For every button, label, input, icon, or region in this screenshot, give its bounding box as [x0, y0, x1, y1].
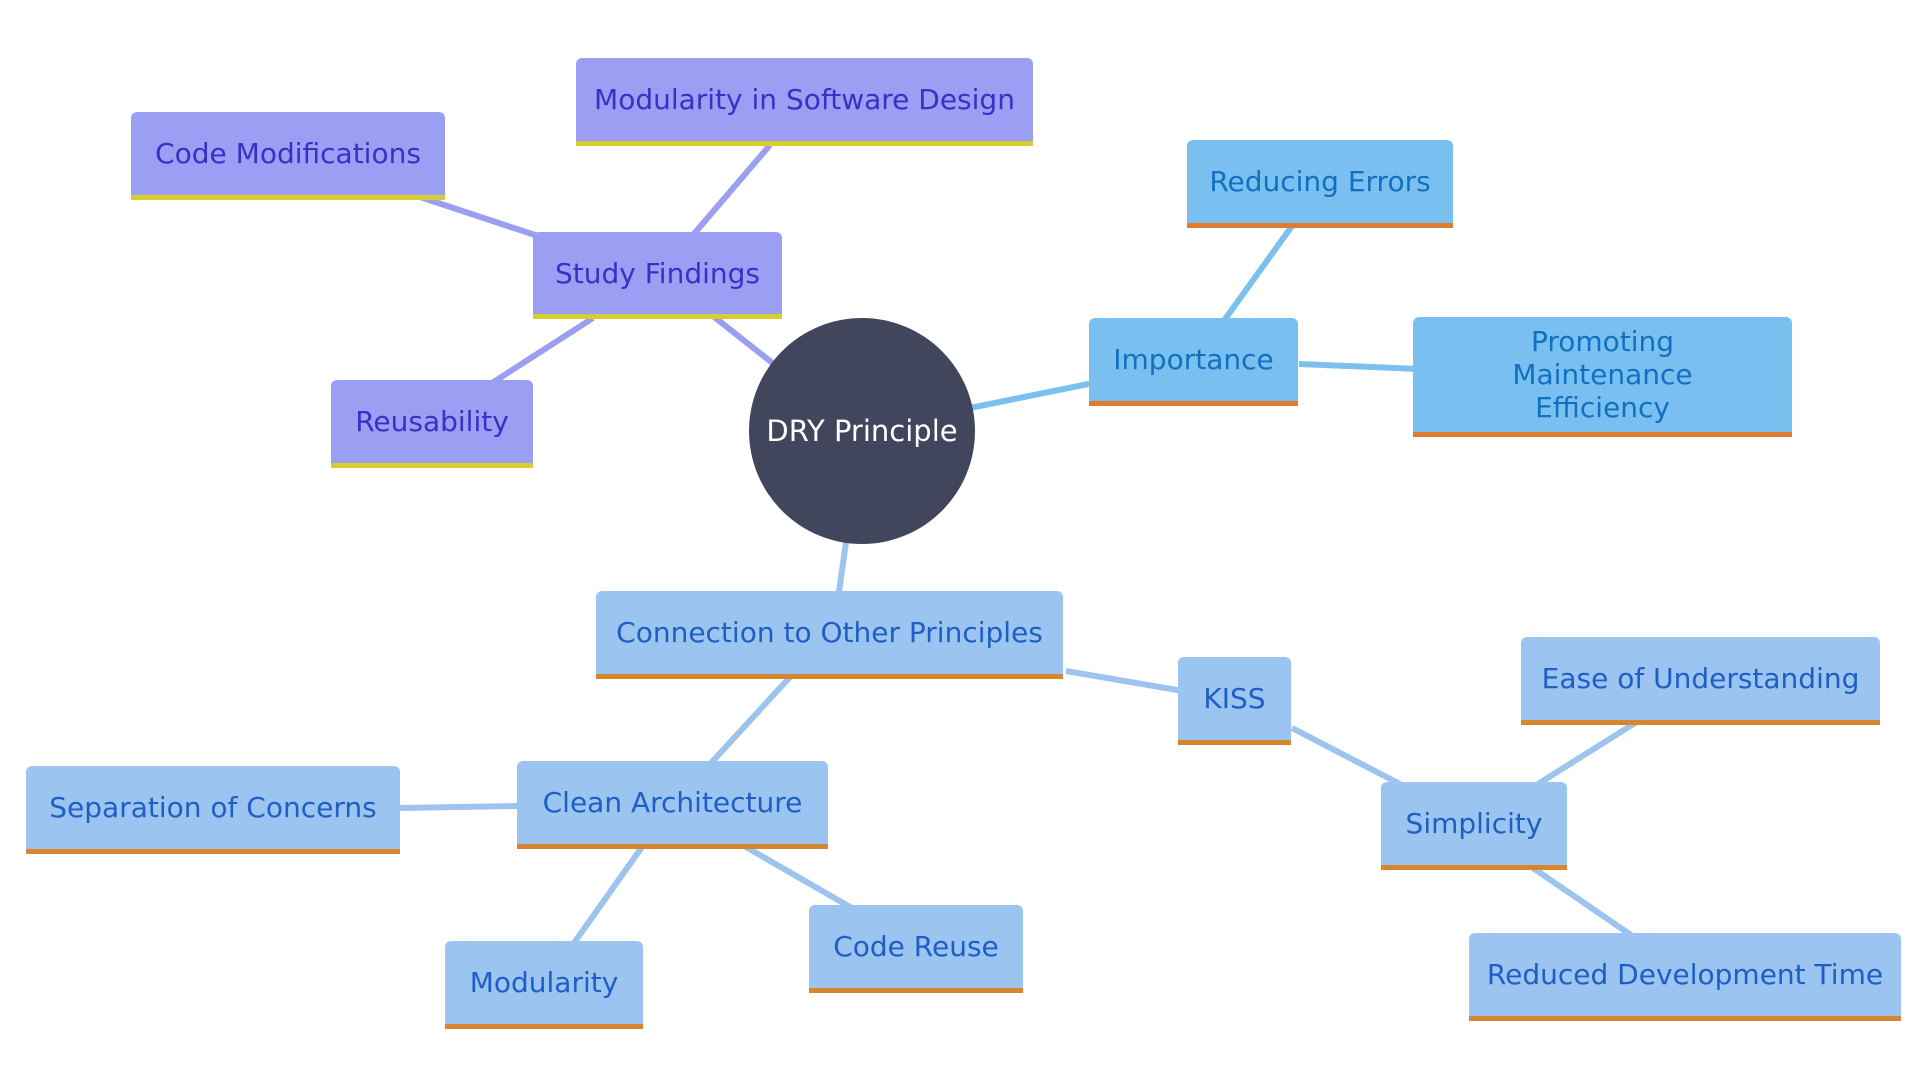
edge-center-study: [711, 313, 777, 368]
edge-connection-clean: [708, 674, 793, 766]
edge-clean-separation: [399, 803, 518, 811]
node-clean-architecture[interactable]: Clean Architecture: [517, 761, 828, 849]
node-code-modifications[interactable]: Code Modifications: [131, 112, 445, 200]
node-importance[interactable]: Importance: [1089, 318, 1298, 406]
center-node-dry-principle[interactable]: DRY Principle: [749, 318, 975, 544]
node-reduced-development-time[interactable]: Reduced Development Time: [1469, 933, 1901, 1021]
edge-kiss-simplicity: [1290, 725, 1402, 787]
node-ease-of-understanding[interactable]: Ease of Understanding: [1521, 637, 1880, 725]
node-simplicity[interactable]: Simplicity: [1381, 782, 1567, 870]
edge-clean-modularity: [571, 845, 645, 945]
edge-clean-code-reuse: [744, 844, 852, 910]
node-study-findings[interactable]: Study Findings: [533, 232, 782, 319]
edge-center-connection: [836, 541, 849, 593]
edge-importance-maintenance: [1298, 361, 1419, 372]
node-modularity-in-software-design[interactable]: Modularity in Software Design: [576, 58, 1033, 146]
node-reducing-errors[interactable]: Reducing Errors: [1187, 140, 1453, 228]
edge-simplicity-reduced-time: [1531, 865, 1633, 938]
edge-center-importance: [969, 380, 1094, 411]
node-modularity[interactable]: Modularity: [445, 941, 643, 1029]
edge-simplicity-ease: [1536, 720, 1637, 787]
edge-study-modularity-design: [690, 143, 773, 237]
node-promoting-maintenance-efficiency[interactable]: Promoting Maintenance Efficiency: [1413, 317, 1792, 437]
node-separation-of-concerns[interactable]: Separation of Concerns: [26, 766, 400, 854]
node-reusability[interactable]: Reusability: [331, 380, 533, 468]
node-kiss[interactable]: KISS: [1178, 657, 1291, 745]
edge-connection-kiss: [1065, 668, 1184, 694]
edge-importance-reducing-errors: [1220, 224, 1295, 324]
edge-study-reusability: [490, 315, 595, 386]
node-connection-to-other-principles[interactable]: Connection to Other Principles: [596, 591, 1063, 679]
node-code-reuse[interactable]: Code Reuse: [809, 905, 1023, 993]
edge-study-code-modifications: [419, 194, 539, 239]
